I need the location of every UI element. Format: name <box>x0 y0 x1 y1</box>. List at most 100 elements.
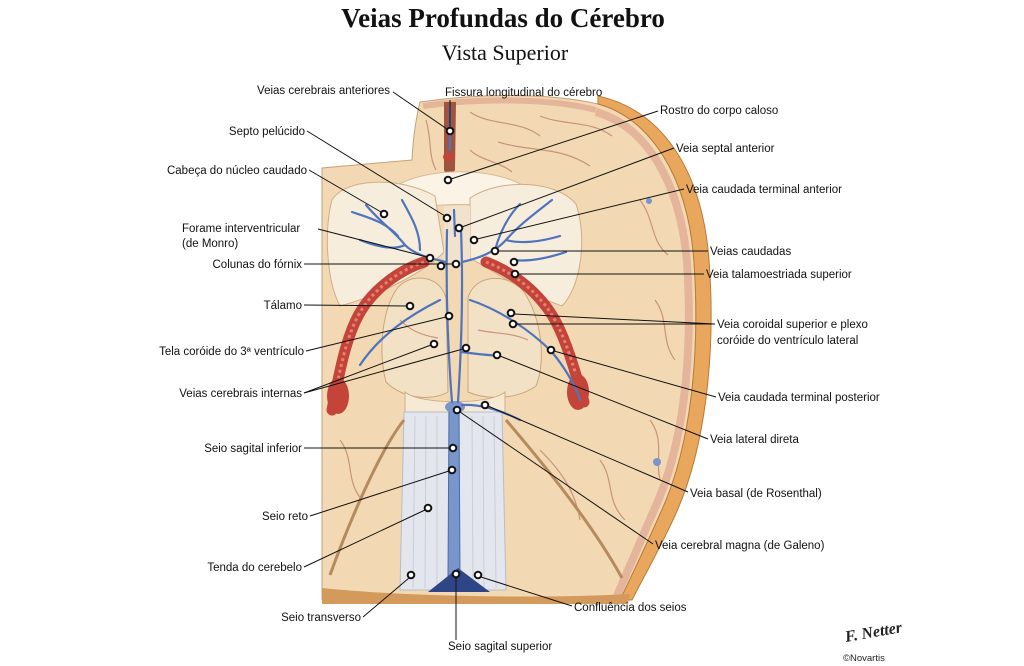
frontal-cortex-band <box>422 97 597 113</box>
straight-sinus <box>447 403 461 579</box>
leader-veia-cerebral-magna <box>459 411 654 545</box>
page-subtitle: Vista Superior <box>442 40 569 65</box>
label-point <box>510 269 520 279</box>
caudate-vein-right <box>512 250 568 262</box>
label-point <box>445 126 455 136</box>
label-point <box>447 465 457 475</box>
gyrus-line <box>469 149 513 173</box>
label-fissura-longitudinal: Fissura longitudinal do cérebro <box>445 87 602 99</box>
copyright-notice: ©Novartis <box>843 653 885 664</box>
leader-lines <box>303 91 717 640</box>
thalamus-texture <box>477 329 529 341</box>
label-veia-caudada-terminal-anterior: Veia caudada terminal anterior <box>686 184 842 196</box>
dura-striations <box>412 415 497 589</box>
tentorium-edge-right <box>504 419 624 579</box>
leader-talamo <box>303 304 408 307</box>
label-veia-septal-anterior: Veia septal anterior <box>676 143 775 155</box>
caudate-vein-right <box>493 202 522 252</box>
label-point <box>405 301 415 311</box>
label-veia-cerebral-magna: Veia cerebral magna (de Galeno) <box>655 540 825 552</box>
label-veias-cerebrais-anteriores: Veias cerebrais anteriores <box>257 85 390 97</box>
deep-veins <box>350 104 582 422</box>
thalamus-left <box>381 277 449 398</box>
leader-seio-transverso <box>362 577 410 618</box>
leader-tela-coroide <box>305 316 447 352</box>
label-point <box>448 443 458 453</box>
label-forame-interventricular: Forame interventricular <box>182 223 300 235</box>
leader-veia-caudada-terminal-anterior <box>476 188 685 240</box>
label-veia-lateral-direta: Veia lateral direta <box>710 434 799 446</box>
caudate-vein-left <box>358 238 407 249</box>
label-veia-talamoestriada-superior: Veia talamoestriada superior <box>706 269 852 281</box>
labels-right: Fissura longitudinal do cérebro Rostro d… <box>445 87 880 614</box>
labels-left: Veias cerebrais anteriores Septo pelúcid… <box>159 85 552 653</box>
leader-veia-septal-anterior <box>461 147 675 228</box>
label-point <box>442 213 452 223</box>
label-point <box>492 350 502 360</box>
label-point <box>425 253 435 263</box>
brain-illustration <box>321 95 712 604</box>
gyrus-line <box>425 119 437 171</box>
label-rostro-corpo-caloso: Rostro do corpo caloso <box>660 105 778 117</box>
leader-cabeca-nucleo-caudado <box>308 169 382 213</box>
label-veia-basal: Veia basal (de Rosenthal) <box>690 488 822 500</box>
label-point <box>451 569 461 579</box>
tentorium-edge-left <box>328 419 406 576</box>
label-point <box>423 503 433 513</box>
label-tela-coroide: Tela coróide do 3ª ventrículo <box>159 346 304 358</box>
leader-veia-lateral-direta <box>499 355 709 440</box>
label-seio-sagital-superior: Seio sagital superior <box>448 641 552 653</box>
gyrus-line <box>497 141 591 167</box>
label-colunas-fornix: Colunas do fórnix <box>213 259 303 271</box>
label-points <box>379 126 556 580</box>
septal-vein <box>452 208 457 238</box>
leader-seio-reto <box>309 470 450 517</box>
leader-veia-basal <box>487 405 689 493</box>
label-point <box>480 400 490 410</box>
cortex-band <box>594 108 693 600</box>
artist-signature: F. Netter <box>843 619 904 646</box>
leader-rostro-corpo-caloso <box>450 110 659 180</box>
label-seio-transverso: Seio transverso <box>281 612 361 624</box>
label-point <box>454 223 464 233</box>
label-seio-reto: Seio reto <box>262 511 308 523</box>
leader-tenda-cerebelo <box>303 509 426 568</box>
label-veia-coroidal-superior: Veia coroidal superior e plexo <box>717 319 868 331</box>
label-septo-pelucido: Septo pelúcido <box>229 126 305 138</box>
emissary-vein-dot <box>646 198 652 204</box>
gyrus-line <box>539 115 613 137</box>
label-point <box>546 345 556 355</box>
label-point <box>429 339 439 349</box>
label-tenda-cerebelo: Tenda do cerebelo <box>207 562 302 574</box>
label-seio-sagital-inferior: Seio sagital inferior <box>204 443 302 455</box>
label-point <box>451 259 461 269</box>
leader-veias-cerebrais-internas <box>303 344 432 394</box>
posterior-caudate-vein-left <box>358 298 442 367</box>
leader-veia-caudada-terminal-posterior <box>553 350 717 398</box>
gyrus-line <box>654 299 676 361</box>
leader-forame-interventricular <box>317 228 428 258</box>
label-point <box>473 570 483 580</box>
label-point <box>452 405 462 415</box>
leader-septo-pelucido <box>306 130 446 217</box>
gyrus-line <box>339 439 363 501</box>
label-point <box>469 235 479 245</box>
confluence-of-sinuses <box>428 568 490 592</box>
choroid-glomus-left <box>327 378 349 414</box>
anterior-vein-blob <box>443 153 453 161</box>
label-veia-caudada-terminal-posterior: Veia caudada terminal posterior <box>718 392 880 404</box>
label-point <box>490 246 500 256</box>
label-point <box>461 343 471 353</box>
internal-cerebral-vein-left <box>445 228 454 404</box>
label-forame-interventricular-sub: (de Monro) <box>182 238 238 250</box>
internal-cerebral-vein-right <box>456 228 464 404</box>
label-veia-coroidal-superior-sub: coróide do ventrículo lateral <box>717 335 858 347</box>
gyrus-line <box>469 111 541 137</box>
label-point <box>443 175 453 185</box>
label-point <box>406 570 416 580</box>
label-point <box>436 261 446 271</box>
label-cabeca-nucleo-caudado: Cabeça do núcleo caudado <box>167 165 307 177</box>
label-point <box>444 311 454 321</box>
gyrus-line <box>649 419 661 481</box>
